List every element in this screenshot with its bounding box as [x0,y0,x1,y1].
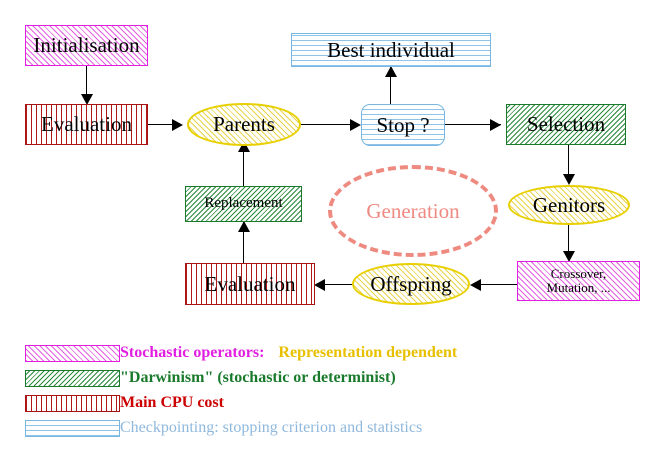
arrowhead-eval-to-replacement [237,221,250,232]
node-best-individual-label: Best individual [327,37,455,62]
node-offspring[interactable]: Offspring [352,263,470,305]
node-replacement[interactable]: Replacement [185,186,302,222]
edge-stop-to-selection [445,124,501,126]
edge-selection-to-genitors [568,145,570,183]
node-replacement-label: Replacement [204,195,283,212]
arrowhead-stop-to-best [384,66,397,77]
node-evaluation-top-label: Evaluation [41,112,132,137]
legend-row-1: "Darwinism" (stochastic or determinist) [120,369,396,387]
edge-init-to-eval [86,66,88,100]
arrowhead-parents-to-stop [350,118,361,131]
node-evaluation-bottom[interactable]: Evaluation [185,263,315,305]
legend-label-checkpointing: Checkpointing: stopping criterion and st… [120,419,423,436]
node-stop-label: Stop ? [376,112,430,137]
arrowhead-eval-to-parents [172,118,183,131]
node-stop[interactable]: Stop ? [361,104,445,146]
node-genitors[interactable]: Genitors [508,185,630,225]
edge-replacement-to-parents [243,143,245,187]
node-offspring-label: Offspring [370,271,452,296]
edge-parents-to-stop [300,124,356,126]
generation-ellipse: Generation [328,165,498,257]
generation-label: Generation [366,198,460,223]
node-selection-label: Selection [526,112,606,137]
node-crossover-mutation[interactable]: Crossover, Mutation, ... [517,261,640,301]
node-selection[interactable]: Selection [506,104,626,145]
node-crossover-line1: Crossover, [550,266,607,282]
arrowhead-crossover-to-offspring [470,278,481,291]
edge-eval-to-parents [148,124,180,126]
node-evaluation-bottom-label: Evaluation [204,271,296,296]
legend-row-2: Main CPU cost [120,394,224,412]
node-genitors-label: Genitors [532,192,606,217]
legend-swatch-blue [25,420,120,437]
legend-label-representation-dependent: Representation dependent [278,344,458,361]
legend-label-stochastic-operators: Stochastic operators: [120,344,265,361]
node-evaluation-top[interactable]: Evaluation [25,104,148,145]
arrowhead-offspring-to-eval [314,278,325,291]
legend-swatch-magenta [25,345,120,362]
edge-genitors-to-crossover [568,224,570,260]
node-parents[interactable]: Parents [187,103,301,146]
node-crossover-line2: Mutation, ... [546,280,611,295]
legend-swatch-red [25,395,120,412]
node-best-individual[interactable]: Best individual [291,33,491,67]
arrowhead-stop-to-selection [490,118,501,131]
node-parents-label: Parents [213,112,275,137]
arrowhead-init-to-eval [80,94,93,105]
arrowhead-genitors-to-crossover [562,251,575,262]
legend-row-0: Stochastic operators: Representation dep… [120,344,457,362]
legend-label-main-cpu-cost: Main CPU cost [120,394,224,411]
node-initialisation[interactable]: Initialisation [25,25,148,66]
edge-offspring-to-eval [321,284,357,286]
edge-eval-to-replacement [243,222,245,264]
edge-crossover-to-offspring [478,284,518,286]
node-initialisation-label: Initialisation [33,33,140,58]
edge-stop-to-best [390,67,392,105]
legend-label-darwinism: "Darwinism" (stochastic or determinist) [120,369,396,386]
arrowhead-replacement-to-parents [237,141,250,152]
legend-row-3: Checkpointing: stopping criterion and st… [120,419,422,437]
legend-swatch-green [25,370,120,387]
arrowhead-selection-to-genitors [562,174,575,185]
